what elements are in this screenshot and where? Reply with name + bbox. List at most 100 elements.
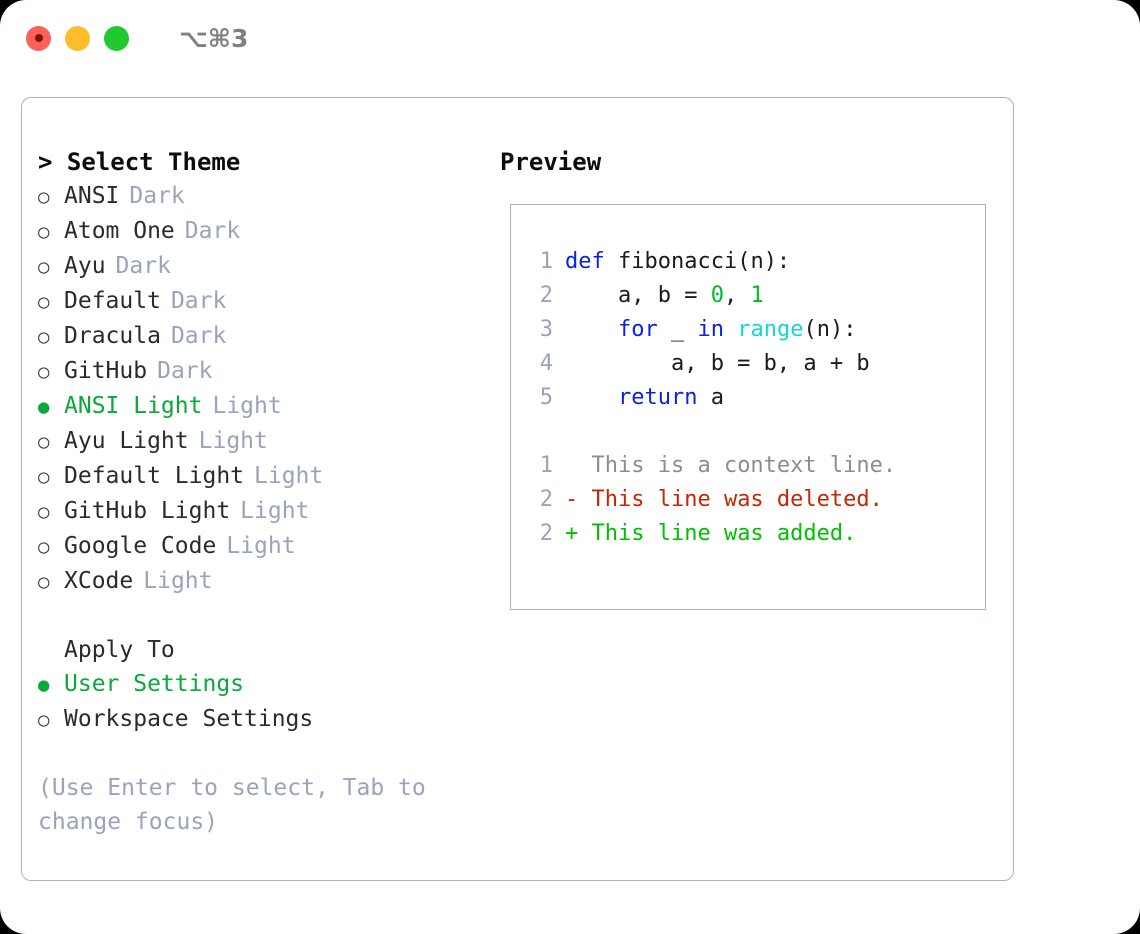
code-line-text: for _ in range(n): xyxy=(565,313,856,347)
code-line-number: 5 xyxy=(539,385,553,410)
diff-line-number: 2 xyxy=(539,487,553,512)
radio-unselected-icon: ○ xyxy=(38,291,50,313)
code-token-fn: range xyxy=(737,317,804,342)
radio-unselected-icon: ○ xyxy=(38,571,50,593)
code-token-plain: fibonacci(n): xyxy=(604,249,791,274)
title-bar: ⌥⌘3 xyxy=(0,0,1140,76)
code-token-kw: def xyxy=(565,249,605,274)
code-token-plain: a, b = xyxy=(565,283,711,308)
theme-option-label: Default xyxy=(64,288,161,314)
theme-option-variant-tag: Dark xyxy=(115,253,171,279)
code-line-text: return a xyxy=(565,381,724,415)
diff-line-del: 2- This line was deleted. xyxy=(525,483,985,517)
code-token-plain: (n): xyxy=(803,317,857,342)
apply-to-option-label: Workspace Settings xyxy=(64,706,314,732)
diff-line-text: This line was deleted. xyxy=(578,487,883,512)
diff-line-text: This line was added. xyxy=(578,521,857,546)
radio-selected-icon: ● xyxy=(38,674,50,696)
code-line-number: 4 xyxy=(539,351,553,376)
keyboard-shortcut-label: ⌥⌘3 xyxy=(179,23,249,53)
code-line-text: a, b = b, a + b xyxy=(565,347,870,381)
apply-to-list[interactable]: ●User Settings ○ Workspace Settings xyxy=(38,667,500,737)
window-controls xyxy=(26,25,129,51)
keyboard-hint-text: (Use Enter to select, Tab to change focu… xyxy=(38,775,426,835)
preview-pane: Preview 1 def fibonacci(n): 2 a, b = 0, 1 3… xyxy=(500,98,1013,880)
diff-sample: 1 This is a context line.2- This line wa… xyxy=(525,449,985,551)
code-token-plain: a xyxy=(697,385,724,410)
radio-unselected-icon: ○ xyxy=(38,326,50,348)
code-line-number: 1 xyxy=(539,249,553,274)
radio-unselected-icon: ○ xyxy=(38,221,50,243)
minimize-button[interactable] xyxy=(65,25,90,51)
theme-option-label: Google Code xyxy=(64,533,217,559)
apply-to-option-user-settings[interactable]: ●User Settings xyxy=(38,667,500,702)
radio-selected-icon: ● xyxy=(38,396,50,418)
theme-option-label: Atom One xyxy=(64,218,175,244)
code-line-text: a, b = 0, 1 xyxy=(565,279,764,313)
code-token-plain xyxy=(565,385,618,410)
preview-heading: Preview xyxy=(500,148,602,176)
theme-option-variant-tag: Light xyxy=(240,498,310,524)
code-line-number: 3 xyxy=(539,317,553,342)
code-line: 5 return a xyxy=(525,381,985,415)
code-line-number: 2 xyxy=(539,283,553,308)
zoom-button[interactable] xyxy=(104,25,129,51)
diff-marker xyxy=(565,449,578,483)
code-line: 1 def fibonacci(n): xyxy=(525,245,985,279)
preview-gap xyxy=(525,415,985,449)
theme-option-atom-one[interactable]: ○ Atom One Dark xyxy=(38,214,500,249)
code-token-plain xyxy=(724,317,737,342)
theme-option-variant-tag: Dark xyxy=(157,358,213,384)
code-token-kw: in xyxy=(697,317,724,342)
code-sample: 1 def fibonacci(n): 2 a, b = 0, 1 3 for _ i… xyxy=(525,245,985,415)
theme-option-variant-tag: Dark xyxy=(184,218,241,244)
radio-unselected-icon: ○ xyxy=(38,186,50,208)
code-token-kw: for xyxy=(617,317,658,342)
apply-to-option-workspace-settings[interactable]: ○ Workspace Settings xyxy=(38,702,500,737)
code-token-plain: _ xyxy=(657,317,698,342)
theme-option-variant-tag: Dark xyxy=(170,288,227,314)
theme-option-variant-tag: Light xyxy=(143,568,213,594)
code-line: 4 a, b = b, a + b xyxy=(525,347,985,381)
diff-line-text: This is a context line. xyxy=(578,453,897,478)
code-token-plain: , xyxy=(723,283,751,308)
theme-option-variant-tag: Light xyxy=(198,428,268,454)
theme-option-label: GitHub Light xyxy=(64,498,231,524)
close-button[interactable] xyxy=(26,25,51,51)
theme-option-variant-tag: Light xyxy=(226,533,296,559)
theme-option-variant-tag: Light xyxy=(254,463,324,489)
code-token-kw: return xyxy=(617,385,698,410)
radio-unselected-icon: ○ xyxy=(38,431,50,453)
diff-line-number: 2 xyxy=(539,521,553,546)
code-line-text: def fibonacci(n): xyxy=(565,245,790,279)
diff-line-ctx: 1 This is a context line. xyxy=(525,449,985,483)
radio-unselected-icon: ○ xyxy=(38,466,50,488)
list-spacer xyxy=(38,599,500,633)
code-token-num: 1 xyxy=(750,283,764,308)
theme-option-variant-tag: Dark xyxy=(129,183,185,209)
diff-line-number: 1 xyxy=(539,453,553,478)
radio-unselected-icon: ○ xyxy=(38,536,50,558)
preview-box: 1 def fibonacci(n): 2 a, b = 0, 1 3 for _ i… xyxy=(510,204,986,610)
theme-option-default[interactable]: ○ Default Dark xyxy=(38,284,500,319)
code-token-plain: a, b = b, a + b xyxy=(565,351,870,376)
theme-option-google-code[interactable]: ○ Google Code Light xyxy=(38,529,500,564)
diff-marker: + xyxy=(565,521,579,546)
radio-unselected-icon: ○ xyxy=(38,709,50,731)
theme-option-label: ANSI Light xyxy=(64,393,203,419)
diff-line-add: 2 + This line was added. xyxy=(525,517,985,551)
radio-unselected-icon: ○ xyxy=(38,361,50,383)
